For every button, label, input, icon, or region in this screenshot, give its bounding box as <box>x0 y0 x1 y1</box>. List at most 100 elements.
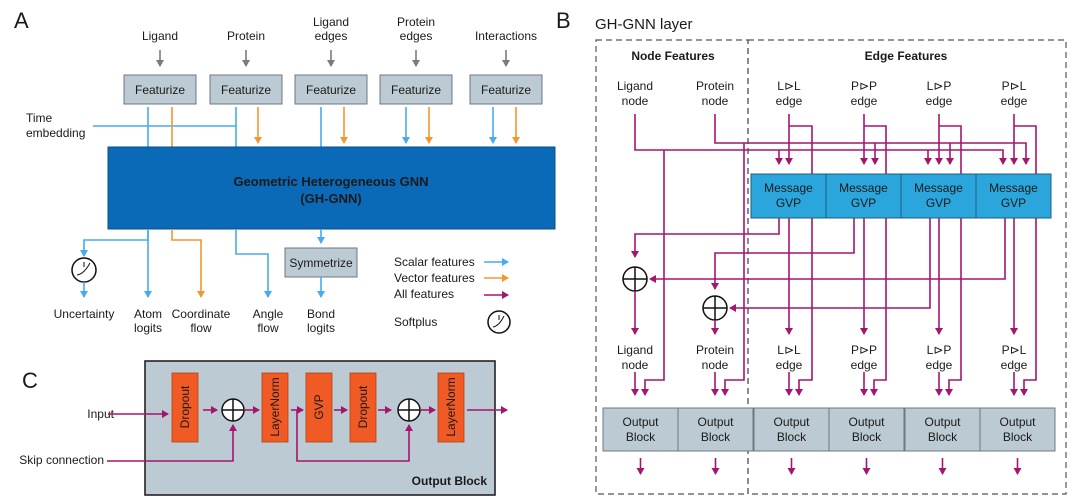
plus-glyph <box>623 267 647 291</box>
output-label-0: Uncertainty <box>54 307 115 321</box>
node-edge-input-label: Ligand <box>617 79 653 93</box>
wire <box>789 125 813 396</box>
layer-label: Dropout <box>356 385 370 428</box>
message-gvp-block <box>900 173 977 219</box>
gh-gnn-block <box>107 146 556 230</box>
node-edge-input-label: P⊳P <box>851 79 877 93</box>
output-block-label: Output <box>622 415 659 429</box>
output-block-label: Block <box>626 430 656 444</box>
input-label-3: Protein <box>397 15 435 29</box>
panel-b-label: B <box>556 8 571 33</box>
angle-flow-arrow <box>235 229 272 298</box>
edge-features-title: Edge Features <box>865 49 948 63</box>
gh-gnn-layer-title: GH-GNN layer <box>595 16 693 33</box>
input-label-0: Ligand <box>142 29 178 43</box>
node-edge-output-label: edge <box>926 358 953 372</box>
message-gvp-label: GVP <box>1001 196 1026 210</box>
softplus-curve <box>492 315 505 328</box>
residual-arrow <box>296 410 413 462</box>
legend-vector-label: Vector features <box>394 271 475 285</box>
edge-features-region <box>747 39 1067 495</box>
node-edge-output-label: edge <box>1001 358 1028 372</box>
node-edge-output-label: P⊳L <box>1002 343 1027 357</box>
output-label-2: flow <box>190 321 212 335</box>
output-block <box>753 407 830 452</box>
message-gvp-label: GVP <box>851 196 876 210</box>
output-label-1: Atom <box>134 307 162 321</box>
message-gvp-label: GVP <box>926 196 951 210</box>
node-edge-output-label: node <box>622 358 649 372</box>
output-block-arrows <box>107 398 508 462</box>
node-edge-input-label: L⊳P <box>927 79 952 93</box>
output-block-label: Block <box>852 430 882 444</box>
wire <box>649 218 1006 283</box>
output-label-2: Coordinate <box>172 307 231 321</box>
input-label-3: edges <box>400 29 433 43</box>
featurize-box <box>294 74 368 105</box>
coordinate-flow-arrow <box>171 229 205 298</box>
node-edge-output-label: edge <box>851 358 878 372</box>
panel-a: A LigandFeaturizeProteinFeaturizeLigande… <box>14 8 556 335</box>
softplus-icon <box>487 310 511 334</box>
input-label-4: Interactions <box>475 29 537 43</box>
featurize-box <box>379 74 453 105</box>
node-edge-input-label: L⊳L <box>777 79 801 93</box>
featurize-box <box>469 74 543 105</box>
node-edge-output-label: P⊳P <box>851 343 877 357</box>
output-block-label: Block <box>928 430 958 444</box>
layer-label: Dropout <box>178 385 192 428</box>
node-edge-input-label: edge <box>851 94 878 108</box>
node-features-title: Node Features <box>631 49 715 63</box>
plus-glyph <box>703 296 727 320</box>
featurize-label: Featurize <box>221 83 271 97</box>
wire <box>711 218 855 290</box>
plus-glyph <box>222 399 244 421</box>
input-label-2: Ligand <box>313 15 349 29</box>
layer-label: GVP <box>312 394 326 419</box>
output-block-label: Output <box>924 415 961 429</box>
wire <box>721 143 745 396</box>
wire <box>939 125 962 396</box>
output-block <box>828 407 905 452</box>
legend: Scalar features Vector features All feat… <box>394 255 511 334</box>
layer-layernorm <box>261 372 289 443</box>
featurize-box <box>209 74 283 105</box>
gh-gnn-subtitle: (GH-GNN) <box>300 191 361 206</box>
output-block-label: Output <box>773 415 810 429</box>
input-label: Input <box>87 407 114 421</box>
output-block <box>979 407 1056 452</box>
output-label-3: flow <box>257 321 279 335</box>
wire <box>641 150 665 396</box>
node-edge-input-label: node <box>622 94 649 108</box>
node-edge-input-label: edge <box>926 94 953 108</box>
output-label-3: Angle <box>253 307 284 321</box>
input-label-1: Protein <box>227 29 265 43</box>
layer-label: LayerNorm <box>444 377 458 436</box>
node-features-region <box>595 39 749 495</box>
wire <box>631 218 780 258</box>
panel-c-label: C <box>22 368 38 393</box>
featurize-label: Featurize <box>306 83 356 97</box>
plus-glyph <box>398 399 420 421</box>
node-edge-input-label: node <box>702 94 729 108</box>
message-gvp-block <box>975 173 1052 219</box>
featurize-to-gnn-arrows <box>147 107 520 147</box>
wire <box>1014 125 1037 396</box>
node-edge-output-label: Protein <box>696 343 734 357</box>
symmetrize-label: Symmetrize <box>289 256 353 270</box>
layer-label: LayerNorm <box>268 377 282 436</box>
node-edge-input-label: P⊳L <box>1002 79 1027 93</box>
node-edge-input-label: edge <box>1001 94 1028 108</box>
time-embedding-label: Time embedding <box>26 111 85 140</box>
uncertainty-branch <box>80 229 149 257</box>
gh-gnn-wiring <box>622 114 1037 396</box>
output-block-label: Block <box>701 430 731 444</box>
node-edge-input-label: Protein <box>696 79 734 93</box>
wire <box>864 125 887 396</box>
panel-b: B GH-GNN layer Node Features Edge Featur… <box>556 8 1067 495</box>
output-block <box>677 407 754 452</box>
node-edge-output-label: L⊳P <box>927 343 952 357</box>
input-label-2: edges <box>315 29 348 43</box>
featurize-box <box>123 74 197 105</box>
